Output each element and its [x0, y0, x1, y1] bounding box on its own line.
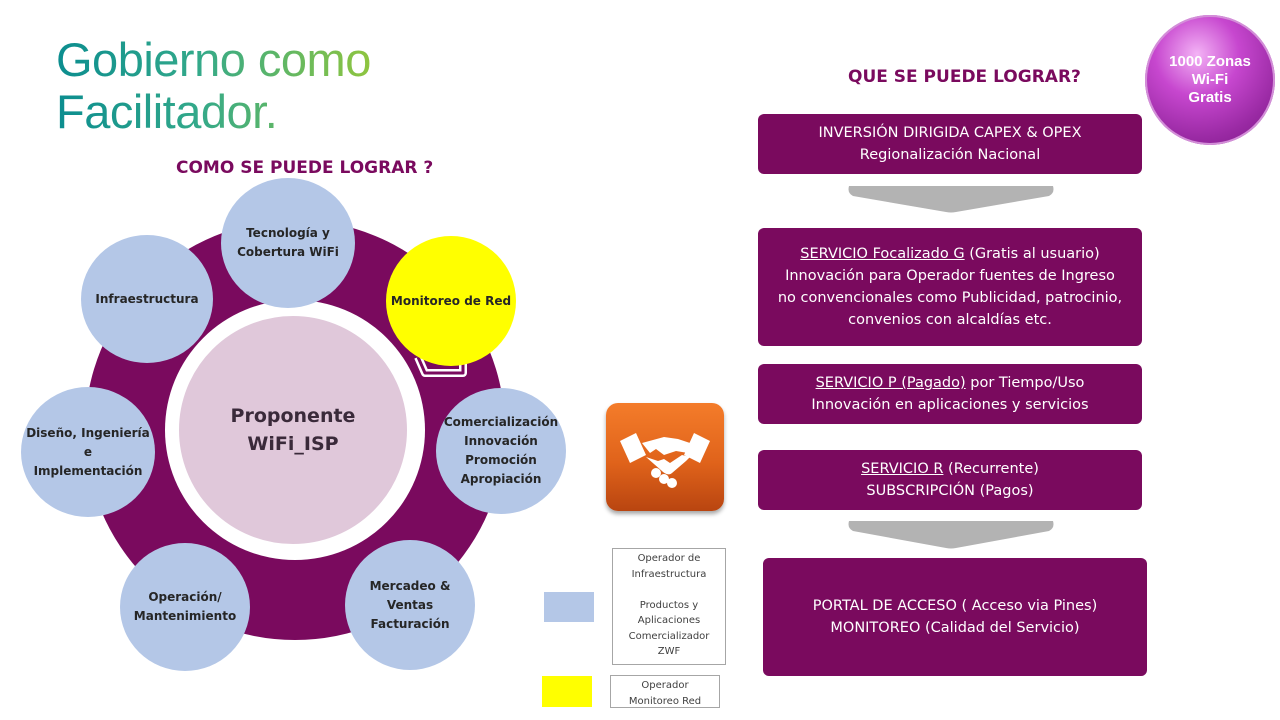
box-servicio-p-rest: por Tiempo/Uso: [965, 375, 1085, 391]
connector-line-inner: [416, 356, 465, 375]
down-arrow-1: [848, 186, 1054, 213]
node-tecnologia-label: Tecnología y Cobertura WiFi: [237, 226, 339, 259]
node-comercializacion-label: Comercialización Innovación Promoción Ap…: [443, 415, 559, 486]
badge-line-2: Wi-Fi: [1191, 71, 1229, 88]
box-servicio-g-line-1: SERVICIO Focalizado G (Gratis al usuario…: [800, 243, 1099, 265]
node-diseno-label: Diseño, Ingeniería e Implementación: [26, 425, 150, 478]
node-monitoreo: Monitoreo de Red: [386, 236, 516, 366]
legend-text-blue: Operador de Infraestructura Productos y …: [612, 548, 726, 665]
node-mercadeo-label: Mercadeo & Ventas Facturación: [369, 578, 451, 631]
left-heading: COMO SE PUEDE LOGRAR ?: [176, 158, 434, 178]
box-servicio-g-underlined: SERVICIO Focalizado G: [800, 246, 965, 262]
badge-line-3: Gratis: [1188, 89, 1232, 106]
box-portal-line-2: MONITOREO (Calidad del Servicio): [830, 620, 1080, 636]
badge-line-1: 1000 Zonas: [1169, 53, 1251, 70]
center-node: Proponente WiFi_ISP: [173, 310, 413, 550]
box-servicio-r: SERVICIO R (Recurrente) SUBSCRIPCIÓN (Pa…: [758, 450, 1142, 510]
handshake-glyph: [620, 433, 710, 488]
node-operacion-label: Operación/ Mantenimiento: [133, 590, 237, 623]
box-portal: PORTAL DE ACCESO ( Acceso via Pines) MON…: [763, 558, 1147, 676]
box-servicio-g: SERVICIO Focalizado G (Gratis al usuario…: [758, 228, 1142, 346]
node-operacion: Operación/ Mantenimiento: [120, 543, 250, 671]
legend-swatch-yellow: [542, 676, 592, 707]
box-inversion-line-2: Regionalización Nacional: [859, 147, 1041, 163]
box-inversion-line-1: INVERSIÓN DIRIGIDA CAPEX & OPEX: [818, 125, 1082, 141]
box-servicio-g-line-2: Innovación para Operador fuentes de Ingr…: [785, 268, 1115, 284]
box-servicio-p-underlined: SERVICIO P (Pagado): [815, 375, 966, 391]
box-servicio-g-line-3: no convencionales como Publicidad, patro…: [777, 290, 1123, 306]
node-infraestructura: Infraestructura: [81, 235, 213, 363]
node-infraestructura-label: Infraestructura: [95, 291, 199, 306]
right-heading: QUE SE PUEDE LOGRAR?: [848, 67, 1081, 87]
legend-swatch-blue: [544, 592, 594, 622]
box-servicio-g-line-4: convenios con alcaldías etc.: [848, 312, 1052, 328]
box-servicio-r-underlined: SERVICIO R: [861, 461, 944, 477]
node-monitoreo-label: Monitoreo de Red: [390, 293, 512, 308]
wifi-zones-badge: 1000 Zonas Wi-Fi Gratis: [1145, 15, 1275, 145]
box-servicio-r-line-2: SUBSCRIPCIÓN (Pagos): [866, 483, 1034, 499]
box-servicio-p-line-1: SERVICIO P (Pagado) por Tiempo/Uso: [816, 372, 1085, 394]
box-servicio-r-rest: (Recurrente): [943, 461, 1039, 477]
down-arrow-2: [848, 521, 1054, 549]
node-tecnologia: Tecnología y Cobertura WiFi: [221, 178, 355, 308]
node-mercadeo: Mercadeo & Ventas Facturación: [345, 540, 475, 670]
box-portal-line-1: PORTAL DE ACCESO ( Acceso via Pines): [812, 598, 1098, 614]
legend-text-yellow: Operador Monitoreo Red: [610, 675, 720, 708]
box-servicio-p: SERVICIO P (Pagado) por Tiempo/Uso Innov…: [758, 364, 1142, 424]
box-servicio-p-line-2: Innovación en aplicaciones y servicios: [811, 397, 1089, 413]
box-inversion: INVERSIÓN DIRIGIDA CAPEX & OPEX Regional…: [758, 114, 1142, 174]
box-servicio-g-rest: (Gratis al usuario): [964, 246, 1100, 262]
box-servicio-r-line-1: SERVICIO R (Recurrente): [861, 458, 1039, 480]
center-line-2: WiFi_ISP: [247, 433, 339, 455]
node-diseno: Diseño, Ingeniería e Implementación: [21, 387, 155, 517]
handshake-icon: [606, 403, 724, 511]
node-comercializacion: Comercialización Innovación Promoción Ap…: [436, 388, 566, 514]
center-line-1: Proponente: [230, 405, 356, 427]
